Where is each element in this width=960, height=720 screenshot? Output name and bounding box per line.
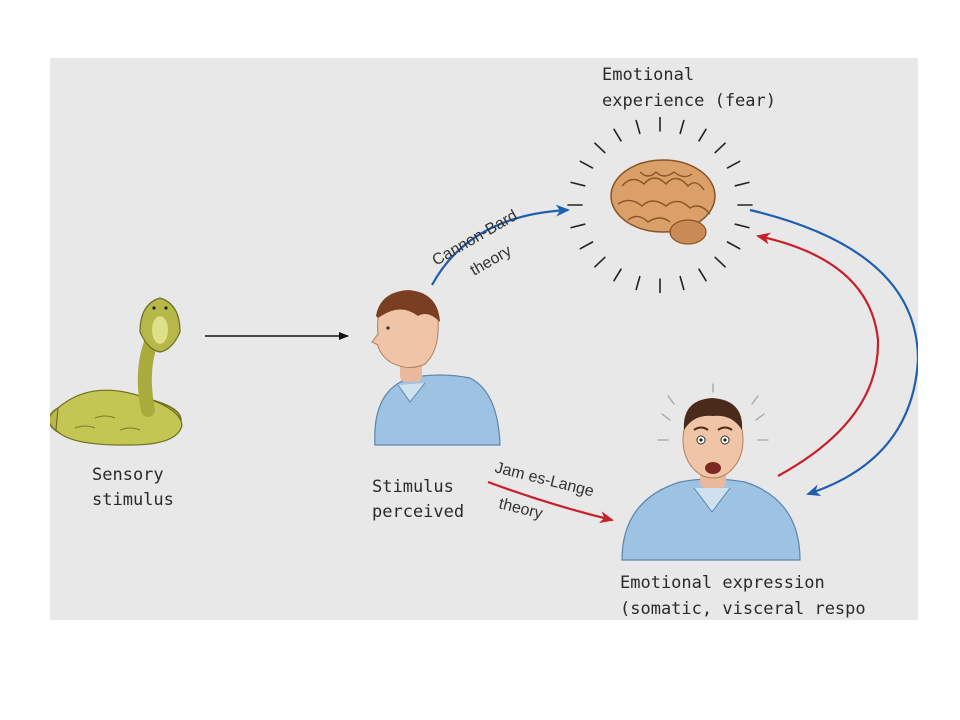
brain-ray	[728, 161, 740, 168]
brain-ray	[636, 121, 640, 134]
experience-label: Emotional experience (fear)	[602, 65, 776, 111]
brain-ray	[715, 257, 725, 266]
brain-ray	[595, 143, 605, 152]
cobra-icon	[50, 298, 182, 445]
stimulus-label: Sensory stimulus	[92, 465, 174, 510]
brain-ray	[728, 242, 740, 249]
brain-ray	[571, 224, 585, 227]
brain-ray	[699, 129, 706, 141]
perceived-label: Stimulus perceived	[372, 477, 464, 522]
brain-ray	[636, 277, 640, 290]
brain-to-expression-arrow	[750, 210, 918, 494]
expression-to-brain-arrow	[758, 236, 878, 476]
emotion-theories-diagram: Sensory stimulus Stimulus perceived Emot…	[50, 58, 918, 620]
expression-label: Emotional expression (somatic, visceral …	[620, 573, 866, 619]
brain-ray	[680, 277, 684, 290]
man-profile-icon	[372, 290, 500, 445]
brain-ray	[580, 161, 592, 168]
brain-ray	[735, 182, 749, 185]
brain-ray	[595, 257, 605, 266]
frightened-man-icon	[622, 384, 800, 560]
brain-ray	[580, 242, 592, 249]
diagram-panel: Sensory stimulus Stimulus perceived Emot…	[50, 58, 918, 620]
brain-ray	[614, 269, 621, 281]
brain-ray	[571, 182, 585, 185]
brain-ray	[614, 129, 621, 141]
james-lange-label: Jam es-Lange	[493, 459, 596, 500]
brain-ray	[735, 224, 749, 227]
brain-ray	[715, 143, 725, 152]
brain-icon	[568, 118, 752, 293]
brain-ray	[699, 269, 706, 281]
brain-ray	[680, 121, 684, 134]
